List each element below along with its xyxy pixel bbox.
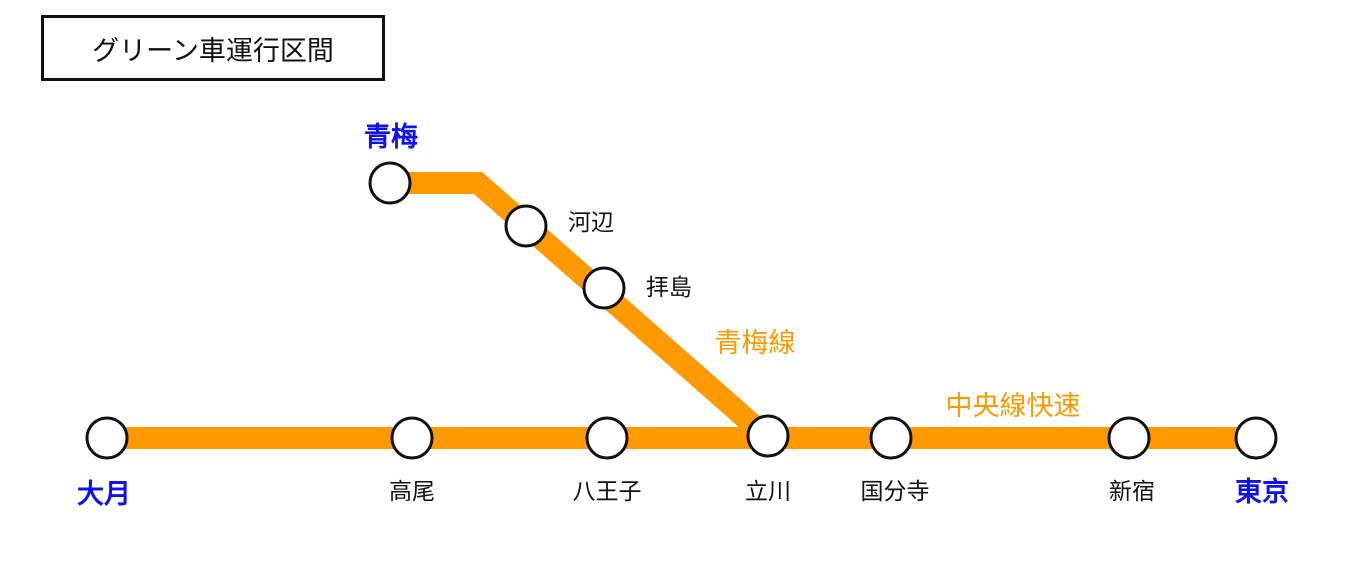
station-marker-takao xyxy=(390,416,434,460)
diagram-title: グリーン車運行区間 xyxy=(41,15,385,81)
station-label-otsuki: 大月 xyxy=(77,479,131,510)
station-marker-kokubunji xyxy=(869,416,913,460)
chuo-line-label: 中央線快速 xyxy=(946,391,1081,422)
station-marker-tachikawa xyxy=(746,414,790,458)
station-marker-otsuki xyxy=(85,416,129,460)
station-label-kokubunji: 国分寺 xyxy=(861,479,930,505)
ome-line-label: 青梅線 xyxy=(715,328,796,359)
station-marker-kabe xyxy=(504,204,548,248)
station-marker-haijima xyxy=(582,266,626,310)
station-label-takao: 高尾 xyxy=(389,479,435,505)
station-marker-ome xyxy=(368,161,412,205)
station-marker-hachioji xyxy=(585,416,629,460)
station-marker-tokyo xyxy=(1234,416,1278,460)
station-label-tokyo: 東京 xyxy=(1235,476,1289,508)
ome-line-track xyxy=(390,172,776,447)
station-label-haijima: 拝島 xyxy=(646,275,692,301)
station-label-tachikawa: 立川 xyxy=(745,479,791,505)
station-label-shinjuku: 新宿 xyxy=(1109,479,1155,505)
station-marker-shinjuku xyxy=(1107,416,1151,460)
station-label-ome: 青梅 xyxy=(364,122,418,153)
station-label-kabe: 河辺 xyxy=(568,210,614,236)
station-label-hachioji: 八王子 xyxy=(573,479,642,505)
